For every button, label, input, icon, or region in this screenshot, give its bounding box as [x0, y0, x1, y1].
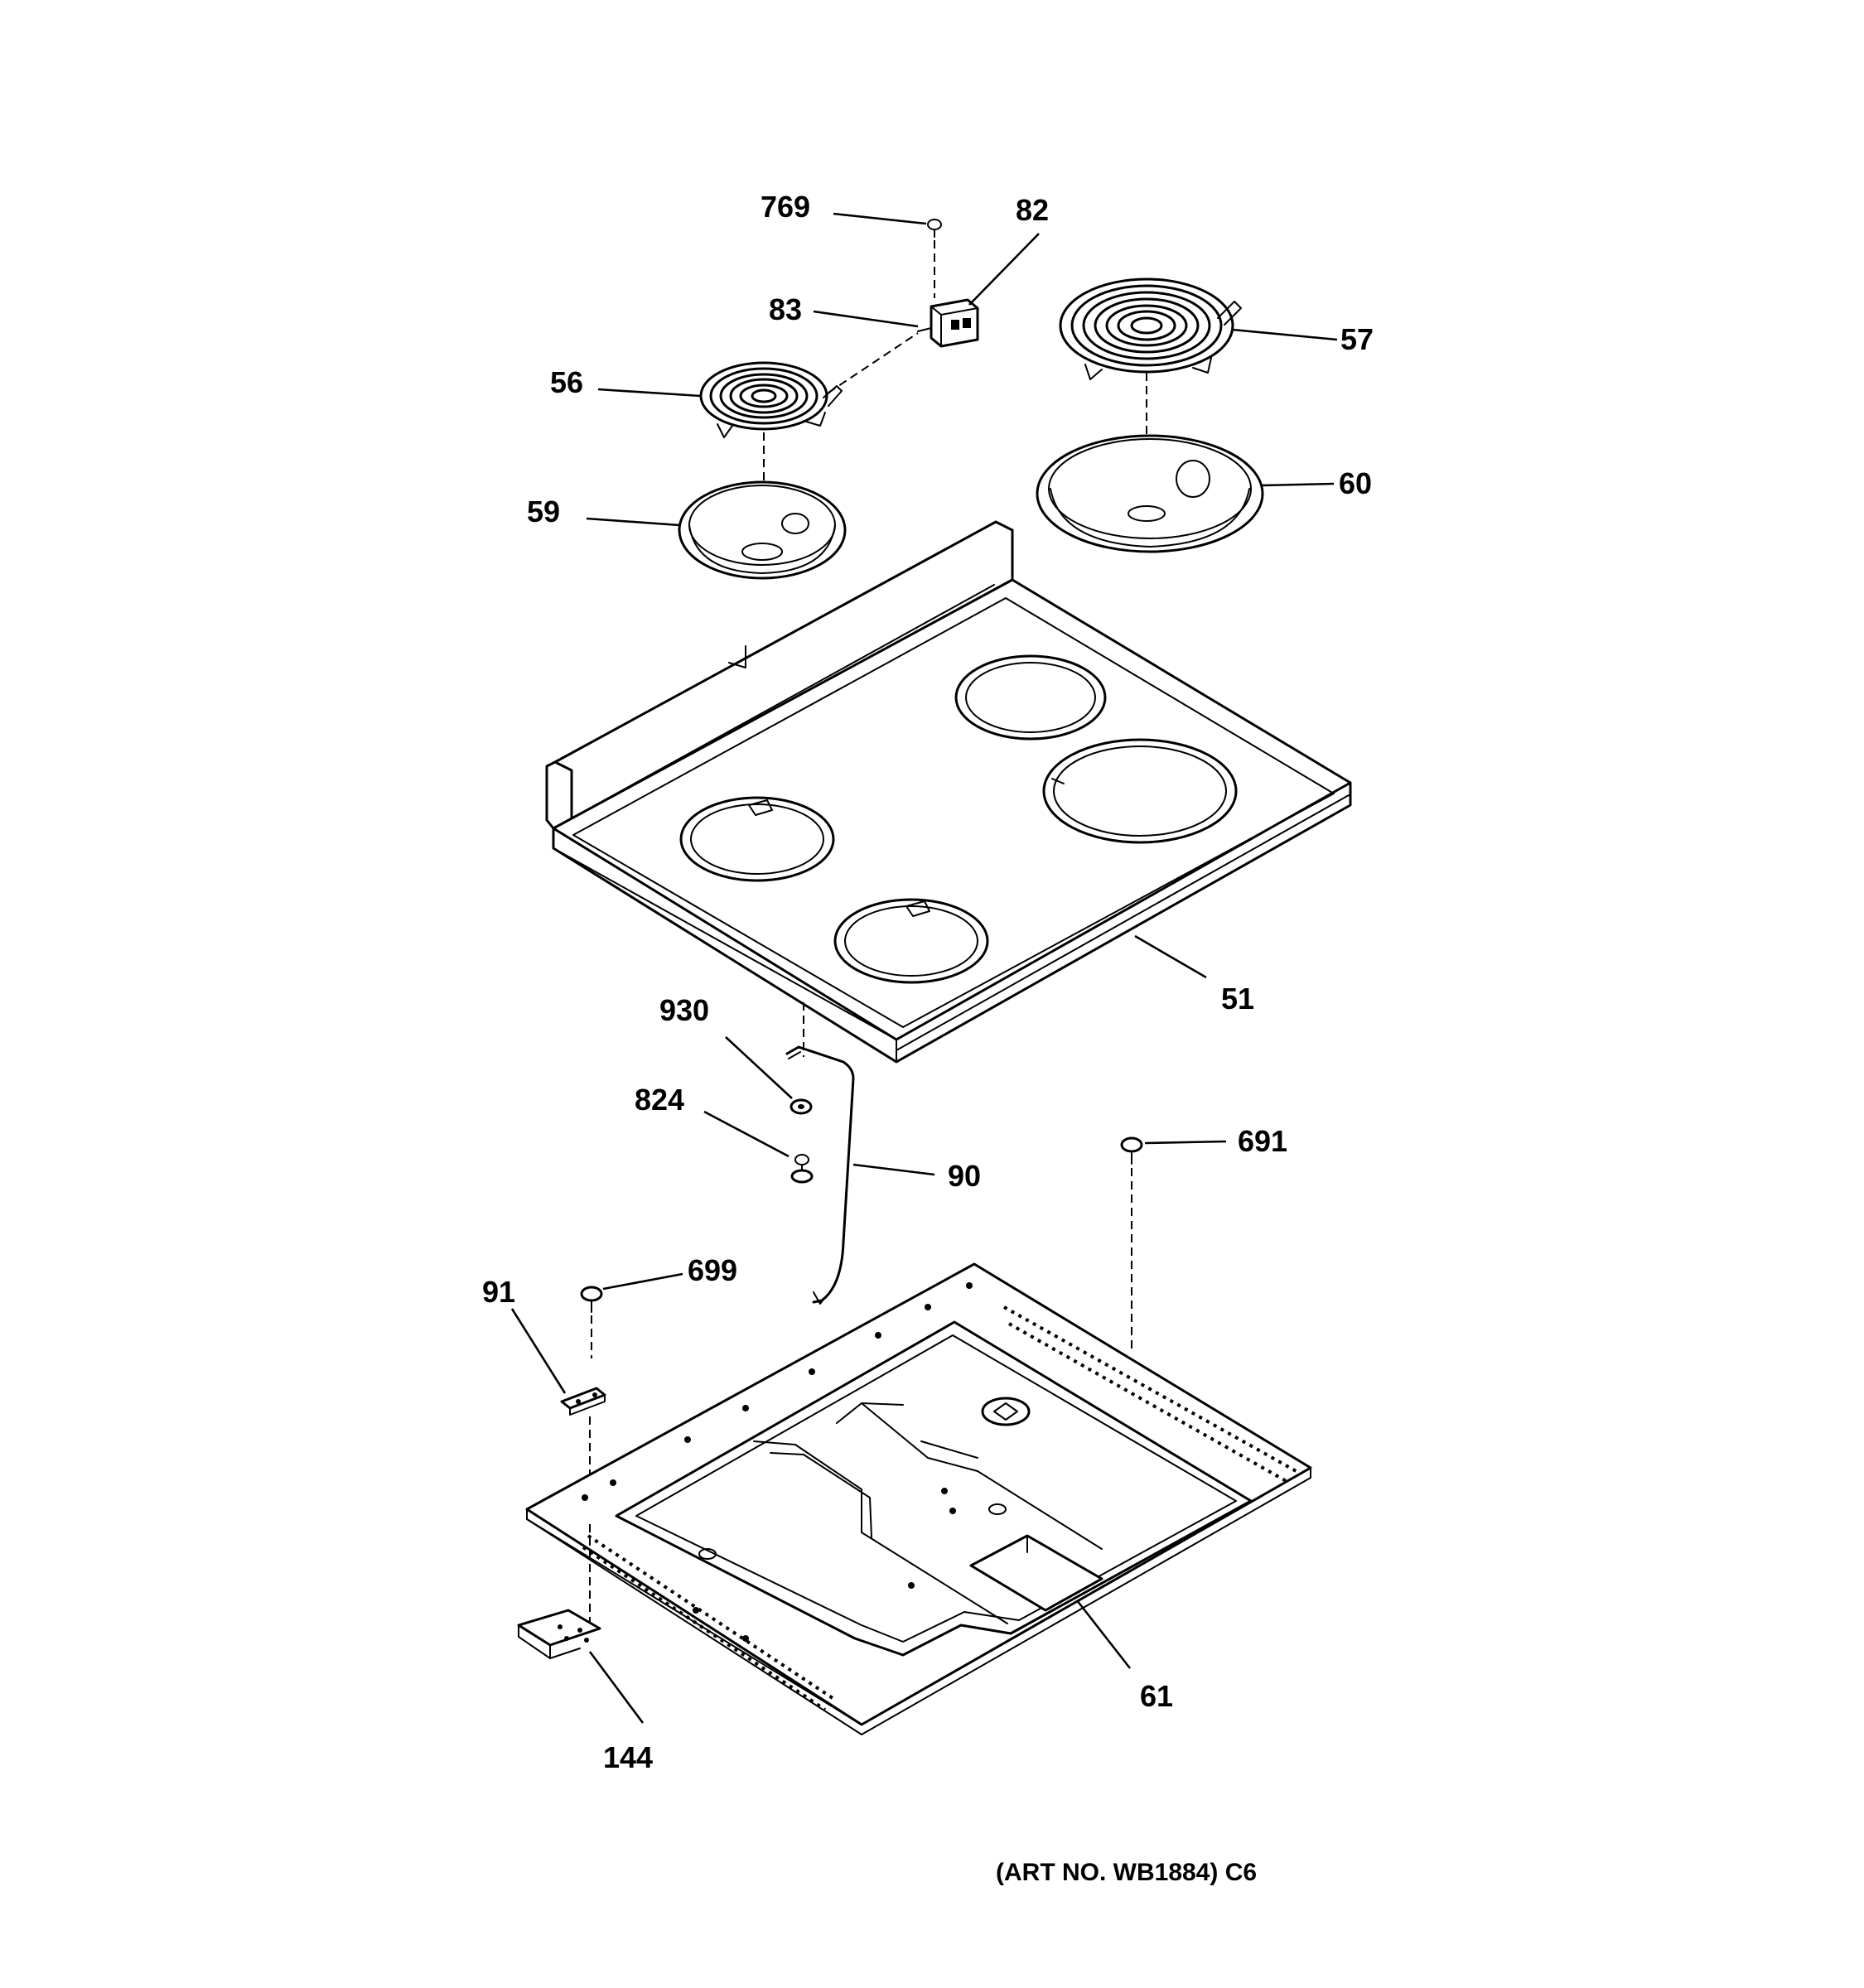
callout-691: 691	[1238, 1124, 1287, 1158]
callout-51: 51	[1221, 982, 1254, 1016]
leader-lines	[510, 212, 1338, 1724]
part-930-washer	[790, 1098, 813, 1115]
part-769-screw	[927, 219, 942, 298]
callout-57: 57	[1340, 322, 1374, 356]
part-824-screw	[790, 1154, 814, 1184]
callout-699: 699	[688, 1253, 737, 1287]
part-51-cooktop	[545, 520, 1352, 1064]
callout-56: 56	[550, 365, 583, 399]
callout-144: 144	[603, 1740, 653, 1774]
callout-769: 769	[761, 190, 810, 224]
callout-90: 90	[948, 1159, 981, 1193]
callout-83: 83	[769, 292, 802, 326]
part-90-rod	[785, 1002, 855, 1305]
callout-60: 60	[1339, 466, 1372, 500]
callout-labels: 769 82 83 57 56 60 59 51 930 824 90 691 …	[482, 190, 1374, 1774]
callout-82: 82	[1016, 193, 1049, 227]
part-144-bracket	[517, 1524, 601, 1659]
part-59-small-drip-pan	[678, 480, 847, 580]
part-691-screw	[1120, 1136, 1143, 1350]
callout-824: 824	[635, 1083, 684, 1117]
art-number: (ART NO. WB1884) C6	[996, 1859, 1257, 1886]
callout-91: 91	[482, 1275, 515, 1309]
callout-930: 930	[659, 993, 709, 1027]
part-60-large-drip-pan	[1036, 434, 1264, 553]
callout-61: 61	[1140, 1679, 1173, 1713]
part-61-bottom-pan	[525, 1262, 1312, 1735]
part-699-screw	[580, 1286, 603, 1358]
part-57-large-surface-unit	[1059, 277, 1242, 505]
callout-59: 59	[527, 495, 560, 528]
part-82-83-terminal-block	[917, 298, 979, 348]
